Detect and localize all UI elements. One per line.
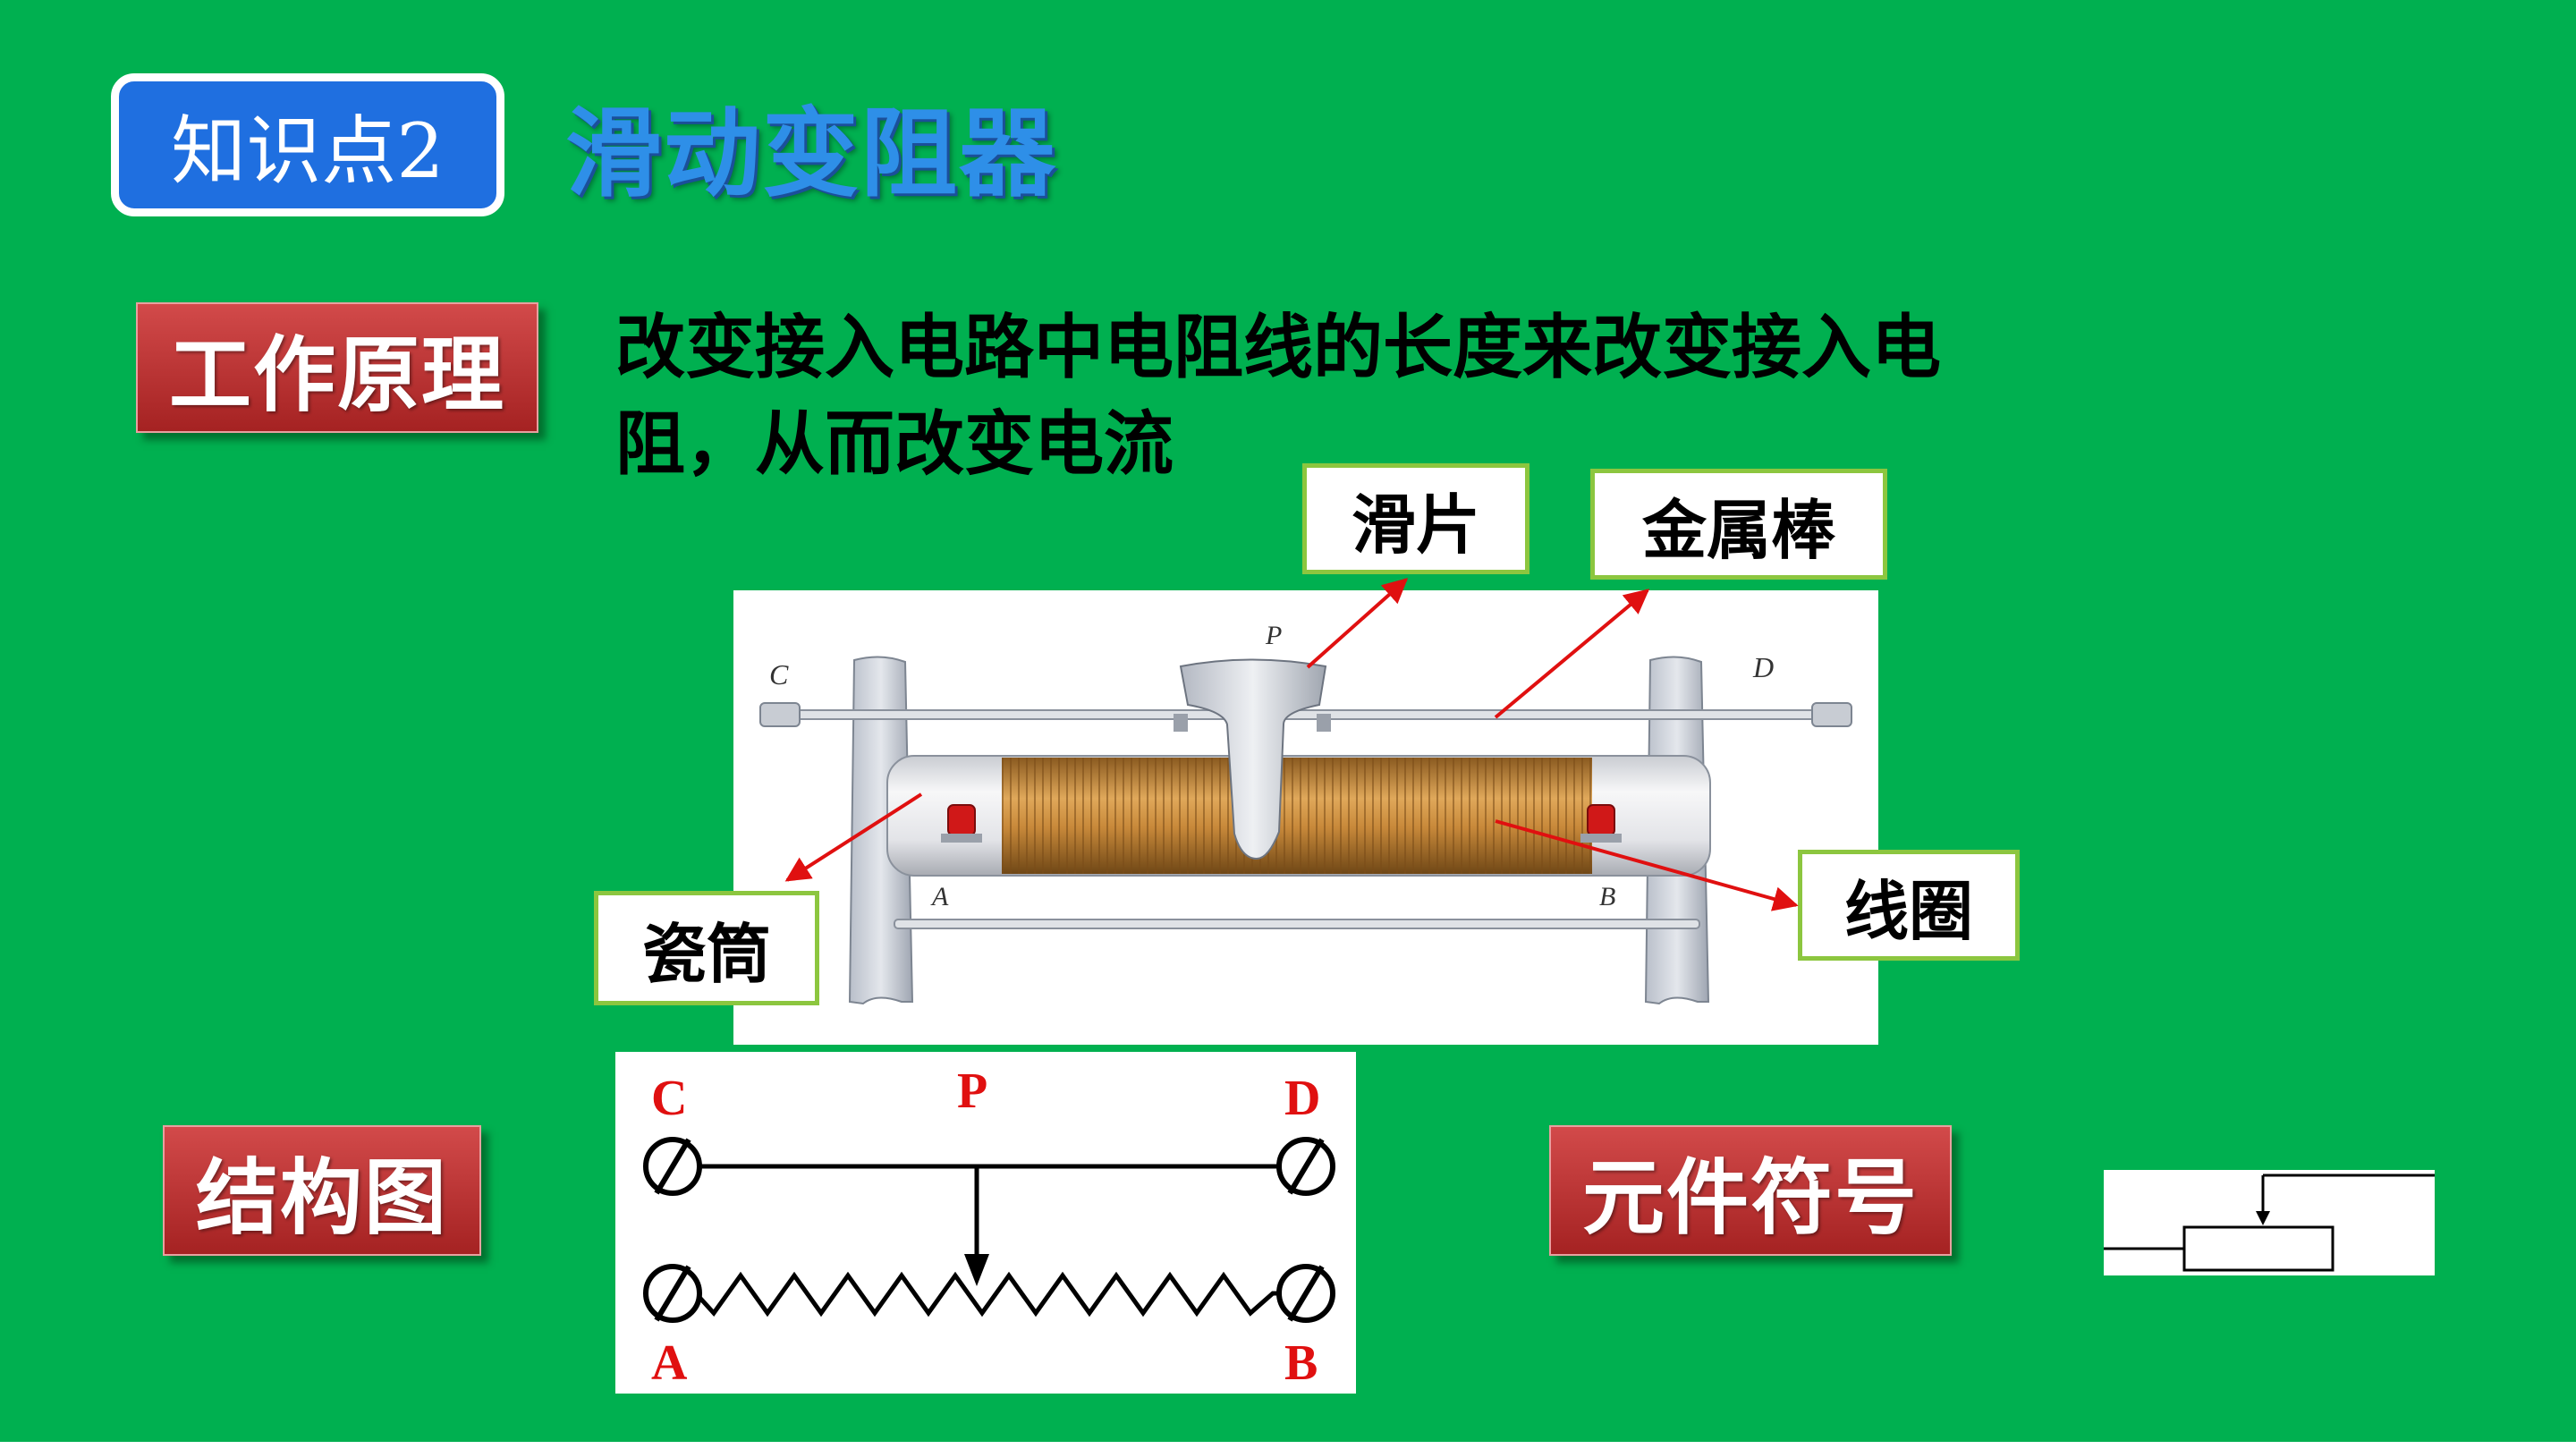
structure-resistor-wire (673, 1271, 1306, 1318)
structure-label-d: D (1284, 1071, 1320, 1126)
terminal-d-knob (1811, 702, 1852, 727)
rheostat-symbol (2104, 1170, 2435, 1275)
structure-slider-arrowhead (964, 1254, 989, 1286)
terminal-a-knob (947, 804, 976, 836)
structure-terminal-c-slash (654, 1138, 691, 1195)
rheostat-symbol-svg (2104, 1174, 2435, 1272)
rheostat-illustration: C D P A B (759, 621, 1852, 1005)
structure-label-a: A (651, 1335, 688, 1391)
terminal-a-base (941, 834, 982, 843)
structure-label-p: P (957, 1063, 987, 1119)
terminal-c-knob (759, 702, 801, 727)
photo-label-p: P (1265, 621, 1282, 650)
photo-label-b: B (1599, 882, 1615, 911)
bottom-strip (0, 1442, 2576, 1449)
slider-left-clip (1174, 714, 1188, 732)
callout-coil: 线圈 (1798, 850, 2020, 961)
callout-ceramic-tube: 瓷筒 (594, 891, 819, 1005)
structure-terminal-b-slash (1287, 1265, 1325, 1322)
photo-label-c: C (769, 658, 789, 691)
structure-terminal-d-slash (1287, 1138, 1325, 1195)
terminal-b-knob (1587, 804, 1615, 836)
callout-metal-rod: 金属棒 (1590, 469, 1887, 580)
principle-description: 改变接入电路中电阻线的长度来改变接入电 阻，从而改变电流 (615, 300, 2297, 493)
principle-label: 工作原理 (136, 302, 538, 433)
callout-slider: 滑片 (1302, 463, 1530, 574)
bottom-rod (894, 919, 1700, 929)
principle-line-1: 改变接入电路中电阻线的长度来改变接入电 (615, 308, 1942, 388)
structure-terminal-a-slash (654, 1265, 691, 1322)
structure-label-c: C (651, 1071, 687, 1126)
structure-label: 结构图 (163, 1125, 481, 1256)
structure-svg: C P D A B (643, 1063, 1335, 1391)
symbol-resistor-box (2182, 1225, 2334, 1272)
slider-p (1179, 658, 1327, 860)
symbol-label: 元件符号 (1549, 1125, 1952, 1256)
page-title: 滑动变阻器 (565, 98, 1058, 210)
photo-label-a: A (930, 882, 949, 911)
knowledge-point-badge: 知识点2 (111, 73, 504, 216)
photo-label-d: D (1752, 651, 1774, 683)
terminal-b-base (1580, 834, 1622, 843)
symbol-slider-arrowhead (2256, 1211, 2270, 1225)
rheostat-photo: C D P A B (733, 590, 1878, 1045)
metal-rod (786, 709, 1826, 720)
principle-line-2: 阻，从而改变电流 (615, 404, 1174, 485)
slider-right-clip (1317, 714, 1331, 732)
structure-diagram: C P D A B (615, 1052, 1356, 1394)
coil-windings (1002, 758, 1592, 874)
structure-label-b: B (1284, 1335, 1318, 1391)
